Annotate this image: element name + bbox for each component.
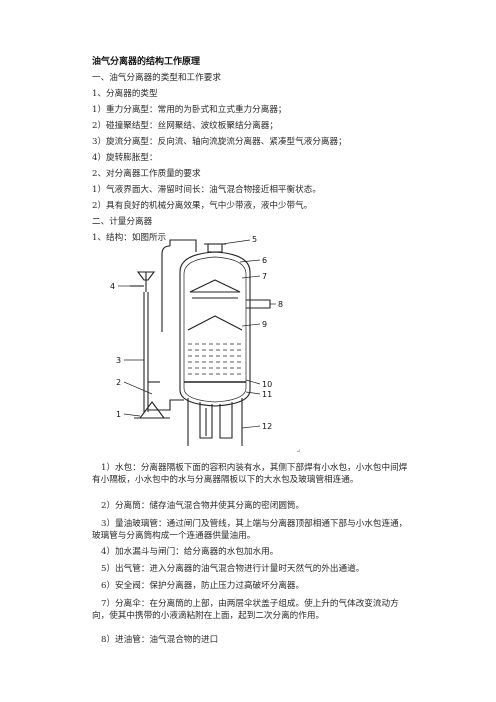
para-2: 2）分离筒：储存油气混合物并使其分离的密闭圆筒。	[101, 501, 305, 511]
return-mark: ↵	[296, 448, 302, 455]
separator-diagram: 4 3 2 1 5 6 7 8 9 10 11 12	[100, 232, 300, 452]
label-8: 8	[278, 300, 283, 309]
requirement-item-2: 2）具有良好的机械分离效果，气中少带液，液中少带气。	[92, 201, 313, 211]
label-5: 5	[252, 235, 257, 244]
subheading-types: 1、分离器的类型	[92, 89, 158, 99]
label-3: 3	[116, 356, 121, 365]
para-5: 5）出气管：进入分离器的油气混合物进行计量时天然气的外出通道。	[101, 564, 365, 574]
label-10: 10	[262, 380, 272, 389]
type-item-3: 3）旋流分离型：反向流、轴向流旋流分离器、紧凑型气液分离器；	[92, 137, 347, 147]
doc-title: 油气分离器的结构工作原理	[92, 57, 201, 67]
heading-section-1: 一、油气分离器的类型和工作要求	[92, 73, 221, 83]
type-item-2: 2）碰撞聚结型：丝网聚结、波纹板聚结分离器；	[92, 121, 278, 131]
type-item-1: 1）重力分离型：常用的为卧式和立式重力分离器；	[92, 105, 287, 115]
label-7: 7	[262, 272, 267, 281]
label-2: 2	[116, 378, 121, 387]
umbrella-lower	[187, 315, 243, 331]
subheading-structure: 1、结构：如图所示	[92, 233, 167, 243]
gas-outlet-pipe	[169, 239, 197, 252]
para-3: 3）量油玻璃管：通过闸门及管线，其上端与分离器顶部相通下部与小水包连通，玻璃管与…	[92, 519, 408, 542]
label-4: 4	[110, 282, 115, 291]
type-item-4: 4）旋转膨胀型：	[92, 153, 158, 163]
umbrella-upper	[189, 279, 241, 293]
para-8: 8）进油管：油气混合物的进口	[101, 635, 219, 645]
para-1: 1）水包：分离器隔板下面的容积内装有水，其侧下部焊有小水包，小水包中间焊有小隔板…	[92, 463, 408, 486]
requirement-item-1: 1）气液界面大、滞留时间长：油气混合物接近相平衡状态。	[92, 185, 321, 195]
label-11: 11	[262, 390, 272, 399]
subheading-requirements: 2、对分离器工作质量的要求	[92, 169, 201, 179]
water-pocket	[199, 402, 213, 439]
vessel-shell	[179, 251, 251, 407]
para-7: 7）分离伞：在分离筒的上部，由两层伞状盖子组成。使上升的气体改变流动方向，使其中…	[92, 599, 399, 622]
label-12: 12	[262, 422, 272, 431]
para-6: 6）安全阀：保护分离器，防止压力过高破坏分离器。	[101, 581, 305, 591]
para-4: 4）加水漏斗与闸门：给分离器的水包加水用。	[101, 547, 279, 557]
label-6: 6	[262, 256, 267, 265]
water-funnel	[136, 271, 156, 281]
separator-drawing: 4 3 2 1 5 6 7 8 9 10 11 12	[110, 235, 283, 446]
label-9: 9	[262, 320, 267, 329]
safety-valve-shape	[207, 243, 223, 253]
label-1: 1	[116, 410, 121, 419]
heading-section-2: 二、计量分离器	[92, 217, 153, 227]
